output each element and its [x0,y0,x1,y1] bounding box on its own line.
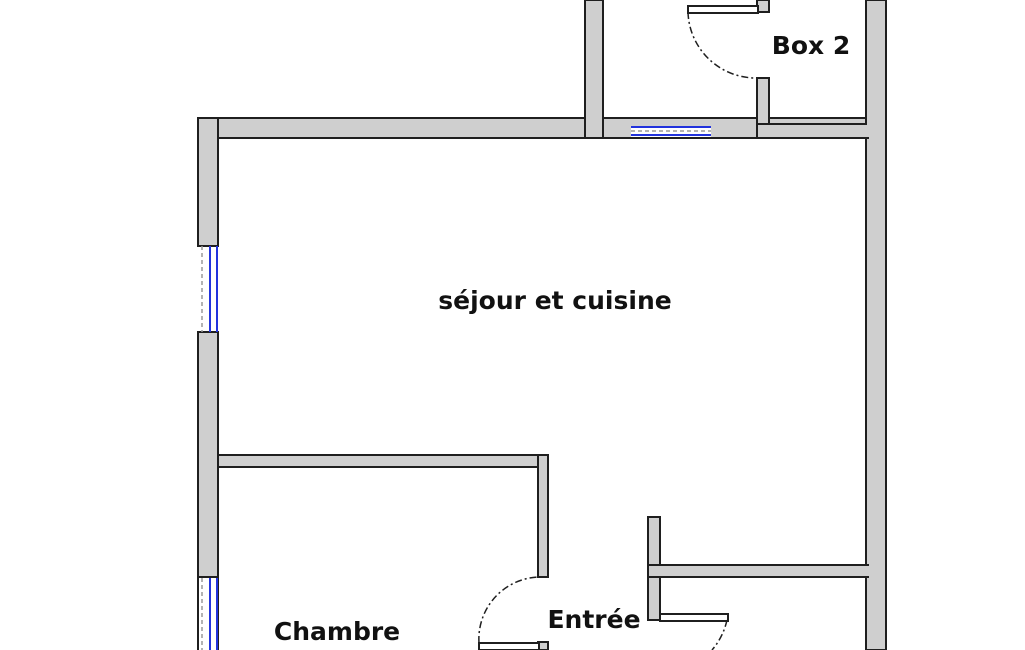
door-entry-closet [659,613,729,650]
wall-corridor-left [584,0,604,139]
window-west-bedroom [199,578,218,650]
wall-west-middle [197,331,219,578]
window-west-living [201,246,218,332]
door-box-2 [687,5,759,79]
wall-east [865,0,887,650]
room-labels: Box 2 séjour et cuisine Chambre Entrée [274,31,850,646]
door-bedroom [478,576,540,650]
doors [478,5,759,650]
room-label-sejour-et-cuisine: séjour et cuisine [438,286,671,315]
walls [197,0,887,650]
room-label-entree: Entrée [547,605,640,634]
wall-west-upper [197,117,219,247]
room-label-chambre: Chambre [274,617,400,646]
wall-box-bottom [756,123,869,139]
room-label-box-2: Box 2 [772,31,850,60]
wall-joins [199,119,885,576]
window-north [631,126,711,136]
windows [199,126,711,650]
wall-entry-north [647,564,869,578]
wall-box-right-lower [756,77,770,129]
wall-bedroom-north [217,454,549,468]
wall-bedroom-east [537,454,549,578]
